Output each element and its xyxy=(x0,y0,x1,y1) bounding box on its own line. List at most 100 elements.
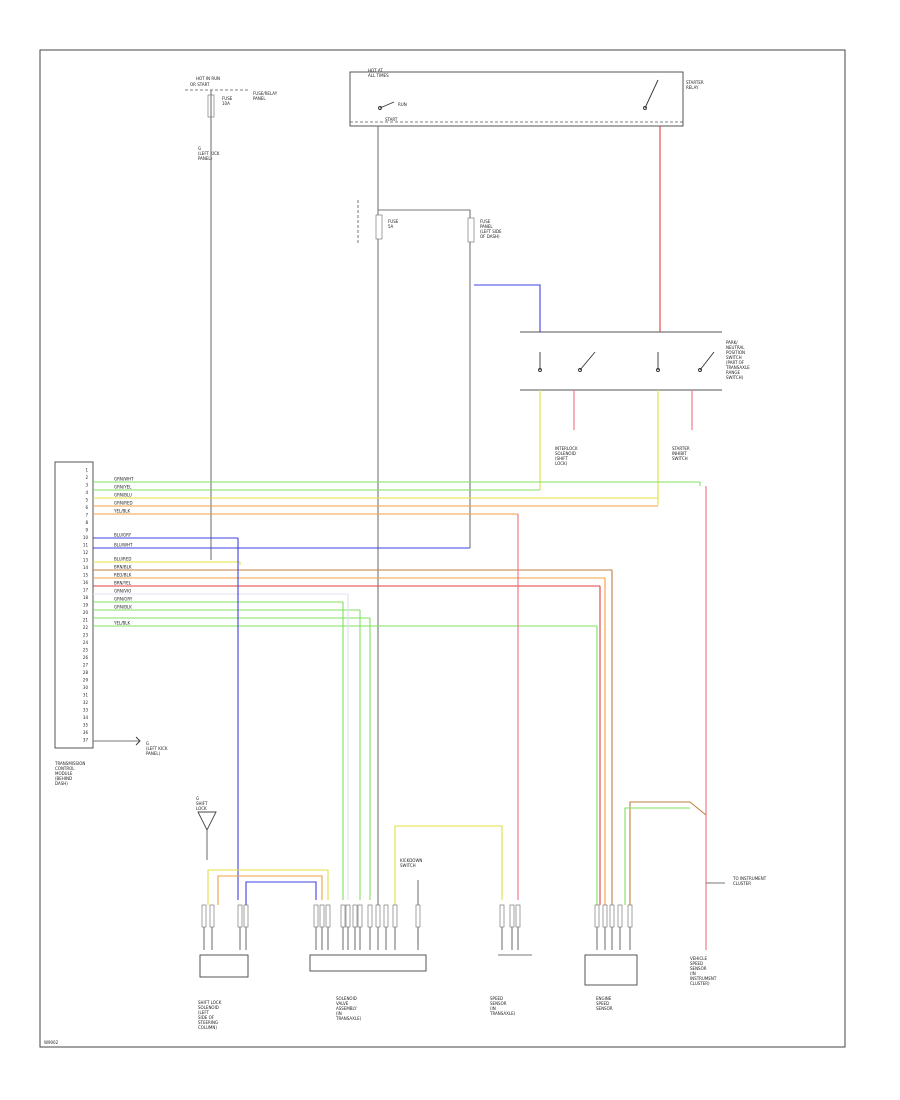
tcm-pin-11: 11 xyxy=(83,543,89,548)
tcm-pin-16: 16 xyxy=(83,580,89,585)
connector-pin xyxy=(209,904,215,928)
tcm-pin-10: 10 xyxy=(83,535,89,540)
tcm-wire-label: YEL/BLK xyxy=(113,621,131,626)
connector-pin xyxy=(375,904,381,928)
tcm-pin-6: 6 xyxy=(85,505,88,510)
connector-pin xyxy=(340,904,346,928)
connector-pin xyxy=(352,904,358,928)
tcm-pin-22: 22 xyxy=(83,625,89,630)
tcm-pin-29: 29 xyxy=(83,678,89,683)
connector-pin xyxy=(515,904,521,928)
tcm-pin-3: 3 xyxy=(85,483,88,488)
connector-pin xyxy=(627,904,633,928)
connector-pin xyxy=(237,904,243,928)
tcm-pin-30: 30 xyxy=(83,685,89,690)
tcm-pin-8: 8 xyxy=(85,520,88,525)
tcm-wire-label: RED/BLK xyxy=(114,573,132,578)
tcm-pin-15: 15 xyxy=(83,573,89,578)
connector-pin xyxy=(243,904,249,928)
tcm-pin-24: 24 xyxy=(83,640,89,645)
tcm-pin-33: 33 xyxy=(83,708,89,713)
tcm-pin-20: 20 xyxy=(83,610,89,615)
tcm-pin-35: 35 xyxy=(83,723,89,728)
tcm-pin-7: 7 xyxy=(85,513,88,518)
tcm-pin-list: 1234567891011121314151617181920212223242… xyxy=(83,468,134,743)
connector-pin xyxy=(201,904,207,928)
tcm-wire-label: GRN/VIO xyxy=(114,589,131,594)
connector-pin xyxy=(602,904,608,928)
tcm-pin-34: 34 xyxy=(83,715,89,720)
tcm-wire-label: BLU/GRY xyxy=(114,533,132,538)
tcm-pin-5: 5 xyxy=(85,498,88,503)
tcm-pin-23: 23 xyxy=(83,633,89,638)
tcm-wire-label: GRN/GRY xyxy=(114,597,133,602)
tcm-pin-28: 28 xyxy=(83,670,89,675)
connector-pin xyxy=(345,904,351,928)
diagram-frame xyxy=(39,49,846,1048)
tcm-wire-label: BLU/WHT xyxy=(114,543,133,548)
connector-pin xyxy=(357,904,363,928)
connector-pin xyxy=(609,904,615,928)
bottom-connector-pins xyxy=(201,904,633,950)
svg-text:OR START: OR START xyxy=(190,82,210,87)
tcm-wire-label: BRN/YEL xyxy=(114,581,132,586)
tcm-wire-label: BLU/RED xyxy=(114,557,131,562)
tcm-pin-2: 2 xyxy=(85,475,88,480)
tcm-pin-18: 18 xyxy=(83,595,89,600)
tcm-wire-label: GRN/BLK xyxy=(114,605,132,610)
tcm-pin-25: 25 xyxy=(83,648,89,653)
connector-pin xyxy=(325,904,331,928)
connector-pin xyxy=(367,904,373,928)
tcm-pin-31: 31 xyxy=(83,693,89,698)
svg-text:RUN: RUN xyxy=(398,102,407,107)
tcm-wire-label: YEL/BLK xyxy=(113,509,131,514)
connector-pin xyxy=(617,904,623,928)
tcm-pin-36: 36 xyxy=(83,730,89,735)
connector-pin xyxy=(383,904,389,928)
tcm-pin-12: 12 xyxy=(83,550,89,555)
tcm-wire-label: GRN/RED xyxy=(114,501,133,506)
tcm-pin-1: 1 xyxy=(85,468,88,473)
connector-pin xyxy=(415,904,421,928)
tcm-pin-37: 37 xyxy=(83,738,89,743)
connector-pin xyxy=(392,904,398,928)
tcm-wire-label: GRN/BLU xyxy=(114,493,132,498)
svg-text:START: START xyxy=(385,117,398,122)
tcm-wire-label: GRN/YEL xyxy=(114,485,132,490)
tcm-wire-label: BRN/BLK xyxy=(114,565,132,570)
tcm-pin-17: 17 xyxy=(83,588,89,593)
connector-pin xyxy=(509,904,515,928)
tcm-wire-label: GRN/WHT xyxy=(114,477,134,482)
connector-pin xyxy=(319,904,325,928)
connector-pin xyxy=(313,904,319,928)
